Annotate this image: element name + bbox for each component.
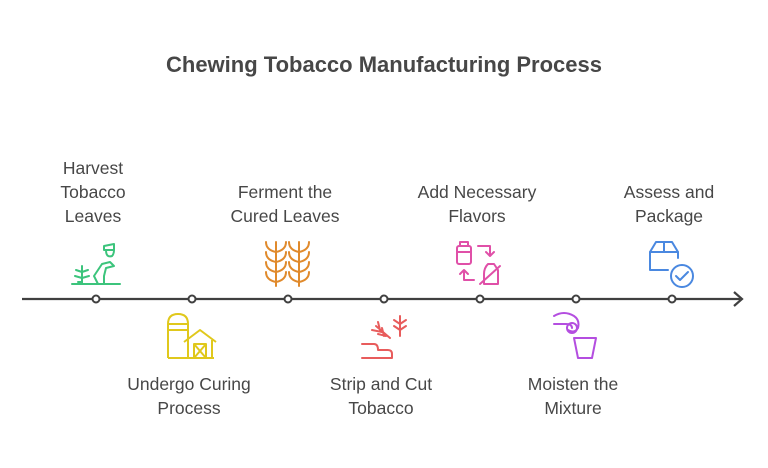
timeline-arrow-icon [733,291,744,307]
timeline-node [379,294,389,304]
refill-cycle-icon [456,241,501,285]
hand-cup-icon [553,312,597,359]
farmer-harvest-icon [71,243,121,285]
timeline-node [475,294,485,304]
hand-herbs-icon [361,315,407,359]
timeline-node [667,294,677,304]
diagram-title: Chewing Tobacco Manufacturing Process [166,52,602,77]
wheat-icon [265,241,310,287]
timeline-node [187,294,197,304]
timeline-node [91,294,101,304]
timeline-node [283,294,293,304]
timeline-node [571,294,581,304]
package-check-icon [649,241,694,288]
barn-silo-icon [167,313,217,359]
